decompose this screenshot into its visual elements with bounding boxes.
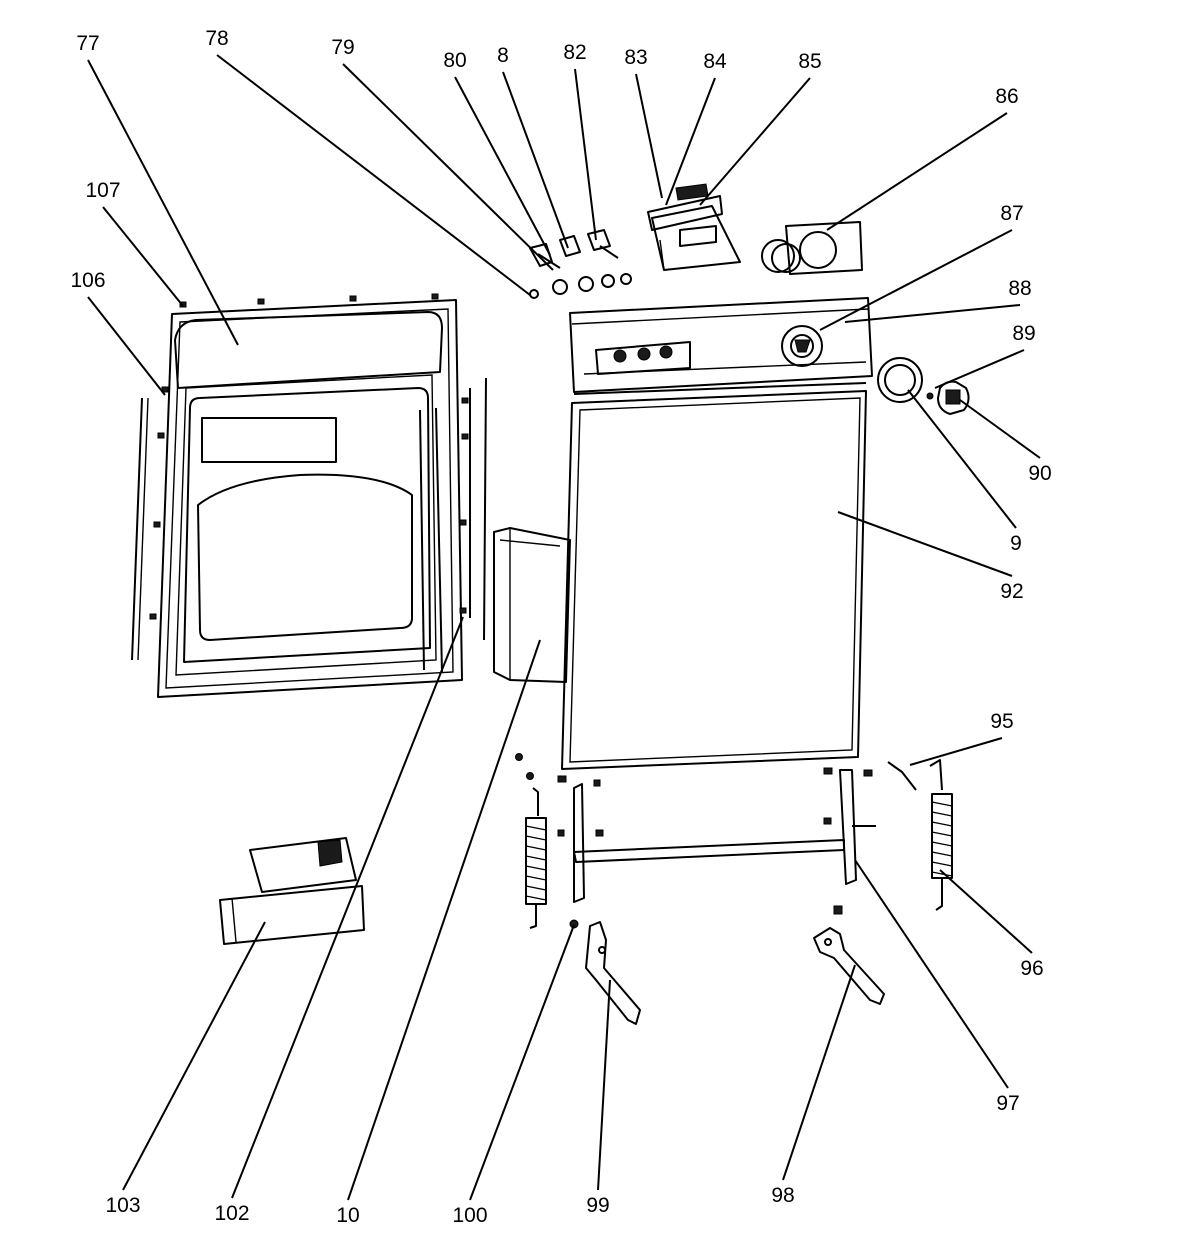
callout-label-85: 85 <box>798 50 821 73</box>
knob-assembly <box>877 357 970 415</box>
callout-label-97: 97 <box>996 1092 1019 1115</box>
lower-module <box>219 837 365 945</box>
callout-label-99: 99 <box>586 1194 609 1217</box>
callout-label-84: 84 <box>703 50 727 73</box>
leader-line-8 <box>502 71 569 249</box>
leader-line-82 <box>574 68 597 241</box>
leader-line-107 <box>102 206 184 307</box>
callout-label-90: 90 <box>1028 462 1051 485</box>
leader-line-79 <box>342 63 554 271</box>
callout-label-79: 79 <box>331 36 354 59</box>
leader-line-89 <box>934 349 1025 389</box>
control-panel <box>569 297 873 393</box>
leader-line-102 <box>231 616 464 1199</box>
callout-label-9: 9 <box>1010 532 1022 555</box>
callout-label-10: 10 <box>336 1204 359 1227</box>
callout-label-107: 107 <box>85 179 120 202</box>
right-spring-hinge <box>813 759 953 1005</box>
main-cabinet <box>561 382 867 770</box>
callout-labels: 77 78 79 80 8 82 83 84 85 86 87 88 89 90 9 92 95 96 97 98 99… <box>70 27 1051 1227</box>
callout-label-95: 95 <box>990 710 1013 733</box>
callout-label-88: 88 <box>1008 277 1031 300</box>
callout-label-86: 86 <box>995 85 1018 108</box>
callout-label-96: 96 <box>1020 957 1043 980</box>
leader-line-84 <box>665 77 716 206</box>
leader-line-77 <box>87 59 239 346</box>
callout-label-77: 77 <box>76 32 99 55</box>
timer-switch-block <box>647 183 741 271</box>
side-duct <box>493 527 571 683</box>
callout-label-8: 8 <box>497 44 509 67</box>
leader-line-86 <box>826 112 1008 231</box>
leader-line-9 <box>907 389 1017 529</box>
callout-label-82: 82 <box>563 41 586 64</box>
leader-line-103 <box>122 921 266 1191</box>
leader-line-96 <box>939 869 1033 954</box>
leader-line-99 <box>597 979 611 1191</box>
leader-line-106 <box>87 296 166 396</box>
leader-line-88 <box>844 304 1021 323</box>
callout-label-92: 92 <box>1000 580 1023 603</box>
front-door-panel <box>131 293 487 698</box>
timer-motor <box>761 221 863 275</box>
callout-label-103: 103 <box>105 1194 140 1217</box>
callout-label-98: 98 <box>771 1184 794 1207</box>
leader-lines <box>87 54 1041 1201</box>
leader-line-95 <box>909 737 1003 766</box>
leader-line-83 <box>635 73 663 199</box>
callout-label-106: 106 <box>70 269 105 292</box>
left-spring-hinge <box>515 753 641 1025</box>
leader-line-92 <box>837 511 1013 577</box>
leader-line-87 <box>819 229 1013 331</box>
switch-parts <box>529 229 632 299</box>
leader-line-78 <box>216 54 531 296</box>
leader-line-98 <box>782 964 856 1181</box>
callout-label-80: 80 <box>443 49 466 72</box>
leader-line-97 <box>854 859 1009 1089</box>
leader-line-10 <box>347 639 541 1201</box>
callout-label-87: 87 <box>1000 202 1023 225</box>
callout-label-100: 100 <box>452 1204 487 1227</box>
leader-line-100 <box>469 924 575 1201</box>
leader-line-85 <box>699 77 811 206</box>
bottom-frame-bar <box>573 839 845 863</box>
leader-line-80 <box>454 76 551 256</box>
leader-line-90 <box>959 399 1041 459</box>
callout-label-78: 78 <box>205 27 228 50</box>
callout-label-83: 83 <box>624 46 647 69</box>
callout-label-102: 102 <box>214 1202 249 1225</box>
callout-label-89: 89 <box>1012 322 1035 345</box>
